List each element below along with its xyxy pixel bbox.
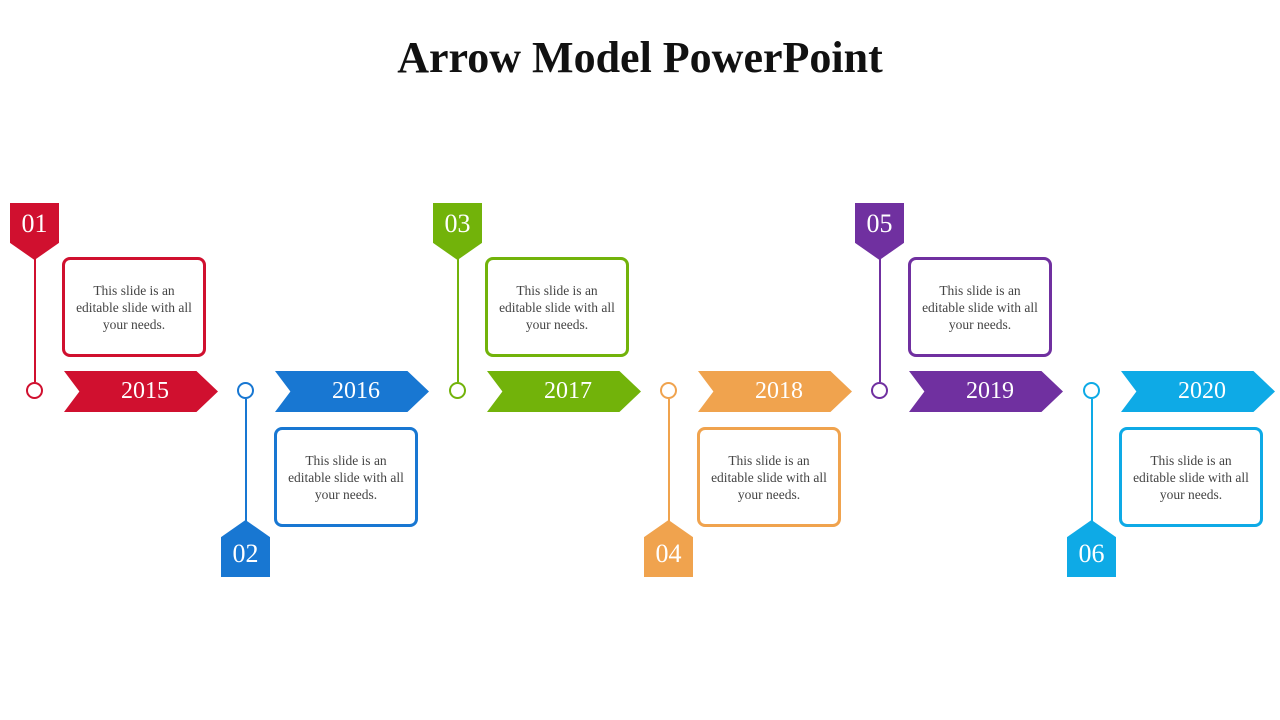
slide-title: Arrow Model PowerPoint xyxy=(397,33,883,82)
description-card: This slide is an editable slide with all… xyxy=(485,257,629,357)
step-number-badge: 01 xyxy=(10,203,59,260)
step-number-badge: 06 xyxy=(1067,520,1116,577)
connector-line xyxy=(245,399,247,524)
step-number-badge: 02 xyxy=(221,520,270,577)
step-number-badge: 04 xyxy=(644,520,693,577)
year-arrow: 2016 xyxy=(275,371,429,412)
year-arrow: 2017 xyxy=(487,371,641,412)
timeline-node xyxy=(871,382,888,399)
timeline-node xyxy=(1083,382,1100,399)
year-arrow: 2019 xyxy=(909,371,1063,412)
connector-line xyxy=(34,255,36,382)
timeline-node xyxy=(26,382,43,399)
description-card: This slide is an editable slide with all… xyxy=(1119,427,1263,527)
description-card: This slide is an editable slide with all… xyxy=(697,427,841,527)
year-arrow: 2020 xyxy=(1121,371,1275,412)
connector-line xyxy=(668,399,670,524)
step-number-badge: 05 xyxy=(855,203,904,260)
year-arrow: 2018 xyxy=(698,371,852,412)
step-number-badge: 03 xyxy=(433,203,482,260)
timeline-node xyxy=(660,382,677,399)
timeline-node xyxy=(237,382,254,399)
description-card: This slide is an editable slide with all… xyxy=(62,257,206,357)
description-card: This slide is an editable slide with all… xyxy=(274,427,418,527)
timeline-node xyxy=(449,382,466,399)
connector-line xyxy=(879,255,881,382)
year-arrow: 2015 xyxy=(64,371,218,412)
connector-line xyxy=(457,255,459,382)
description-card: This slide is an editable slide with all… xyxy=(908,257,1052,357)
connector-line xyxy=(1091,399,1093,524)
